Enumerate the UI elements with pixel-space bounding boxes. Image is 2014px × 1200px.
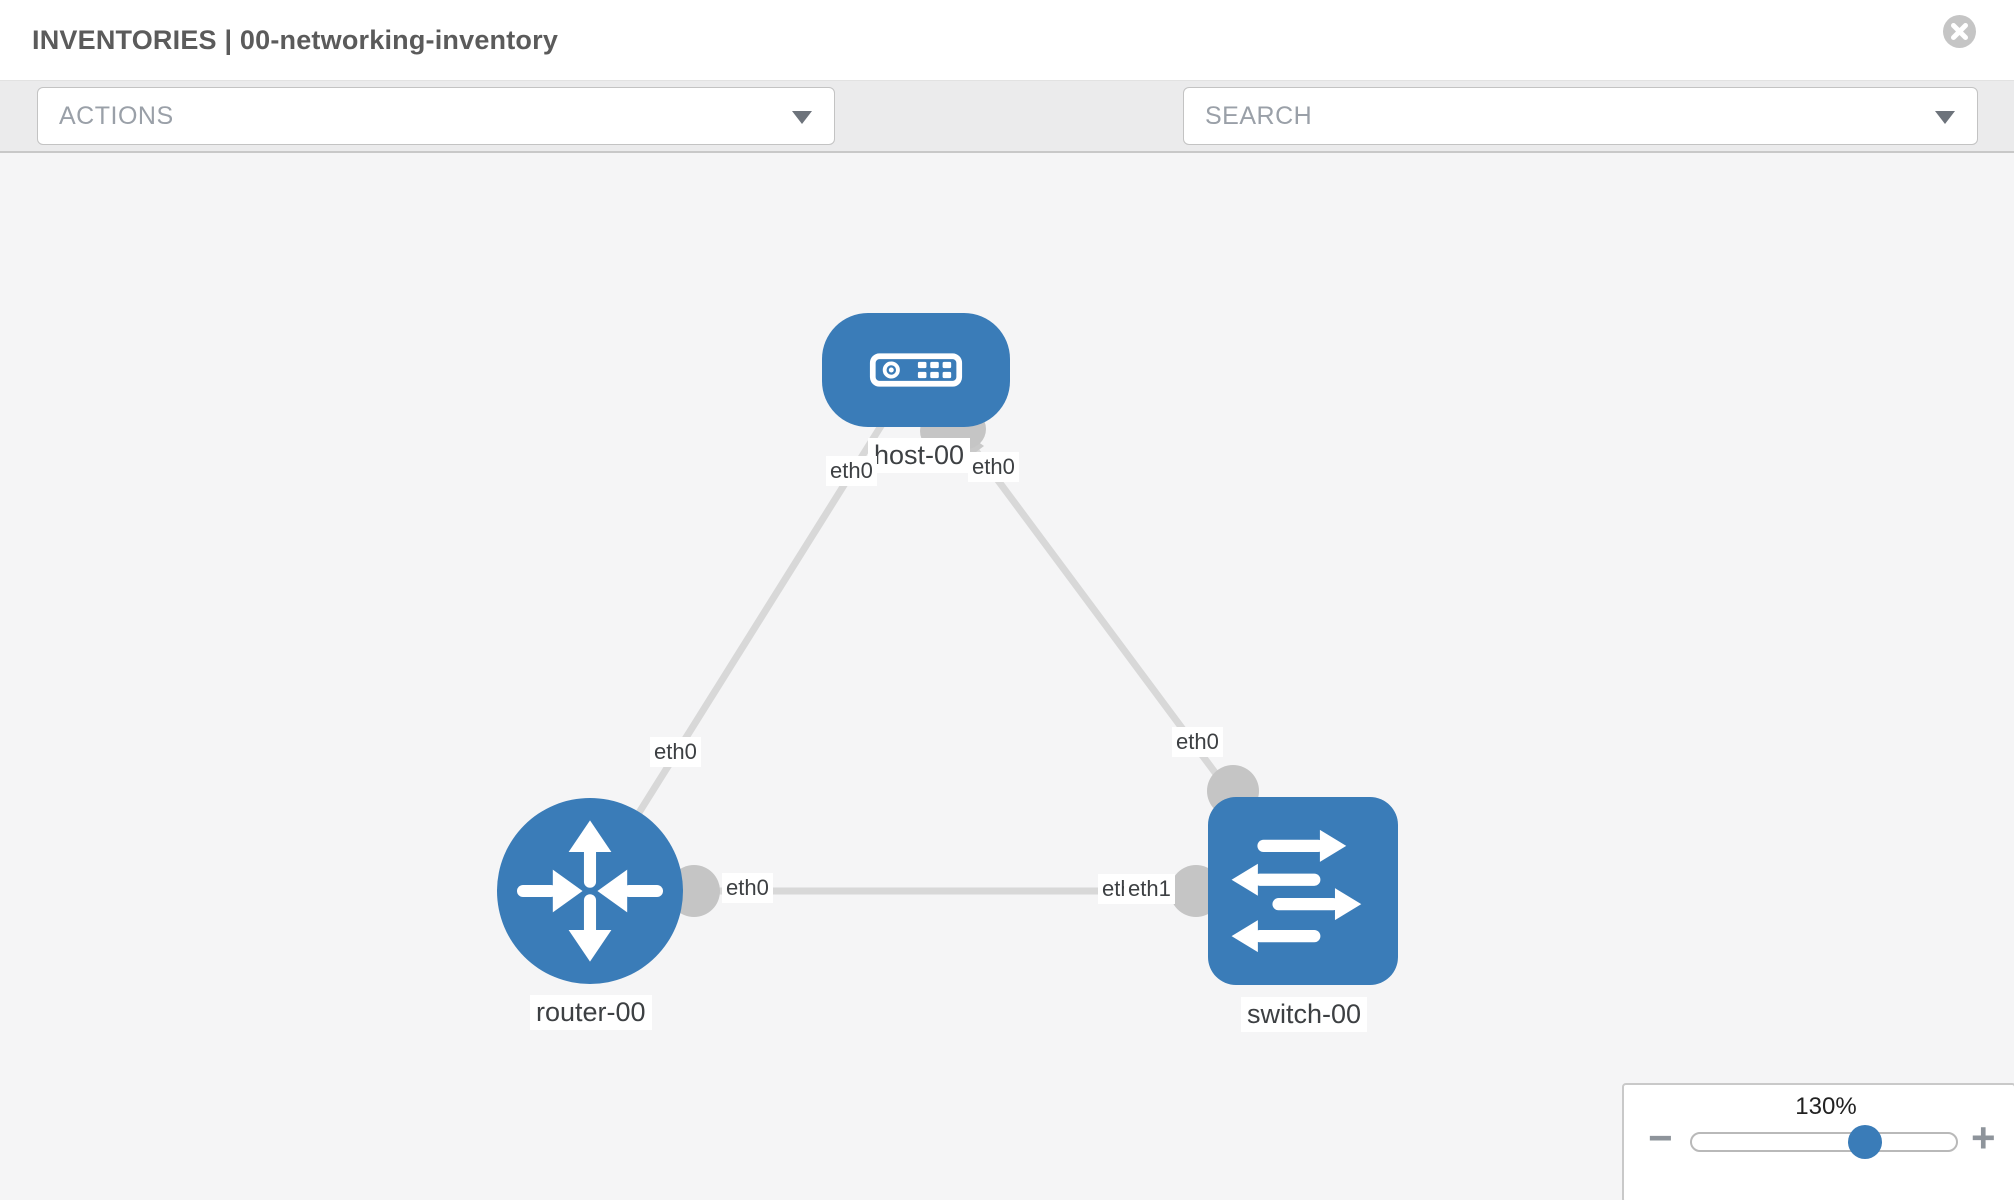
- chevron-down-icon: [792, 111, 812, 124]
- zoom-slider-track[interactable]: [1690, 1132, 1958, 1152]
- iface-label-eth0: eth0: [1172, 727, 1223, 757]
- iface-label-eth1: eth1: [1124, 874, 1175, 904]
- iface-label-eth0: eth0: [826, 456, 877, 486]
- actions-dropdown-label: ACTIONS: [59, 102, 174, 130]
- header-bar: INVENTORIES | 00-networking-inventory: [0, 0, 2014, 80]
- host-icon: [869, 353, 963, 387]
- toolbar: ACTIONS SEARCH: [0, 80, 2014, 221]
- zoom-control-panel: 130% − +: [1622, 1083, 2014, 1200]
- iface-label-eth0: eth0: [650, 737, 701, 767]
- node-host-00[interactable]: [822, 313, 1010, 427]
- zoom-in-button[interactable]: +: [1971, 1114, 1996, 1161]
- zoom-percentage: 130%: [1795, 1093, 1857, 1120]
- node-switch-00[interactable]: [1208, 797, 1398, 985]
- search-dropdown[interactable]: SEARCH: [1183, 87, 1978, 145]
- actions-dropdown[interactable]: ACTIONS: [37, 87, 835, 145]
- node-label-switch: switch-00: [1241, 997, 1368, 1032]
- zoom-slider-thumb[interactable]: [1848, 1125, 1882, 1159]
- router-icon: [516, 820, 664, 962]
- switch-icon: [1231, 829, 1362, 953]
- node-label-host: host-00: [868, 438, 971, 473]
- search-placeholder: SEARCH: [1205, 102, 1313, 130]
- node-label-router: router-00: [530, 995, 652, 1030]
- node-router-00[interactable]: [497, 798, 683, 984]
- zoom-out-button[interactable]: −: [1648, 1114, 1673, 1161]
- chevron-down-icon: [1935, 111, 1955, 124]
- page-title: INVENTORIES | 00-networking-inventory: [32, 25, 559, 55]
- iface-label-eth0: eth0: [722, 873, 773, 903]
- close-icon: [1943, 15, 1976, 48]
- topology-canvas[interactable]: [0, 153, 2014, 1200]
- close-button[interactable]: [1943, 15, 1976, 48]
- iface-label-eth0: eth0: [968, 452, 1019, 482]
